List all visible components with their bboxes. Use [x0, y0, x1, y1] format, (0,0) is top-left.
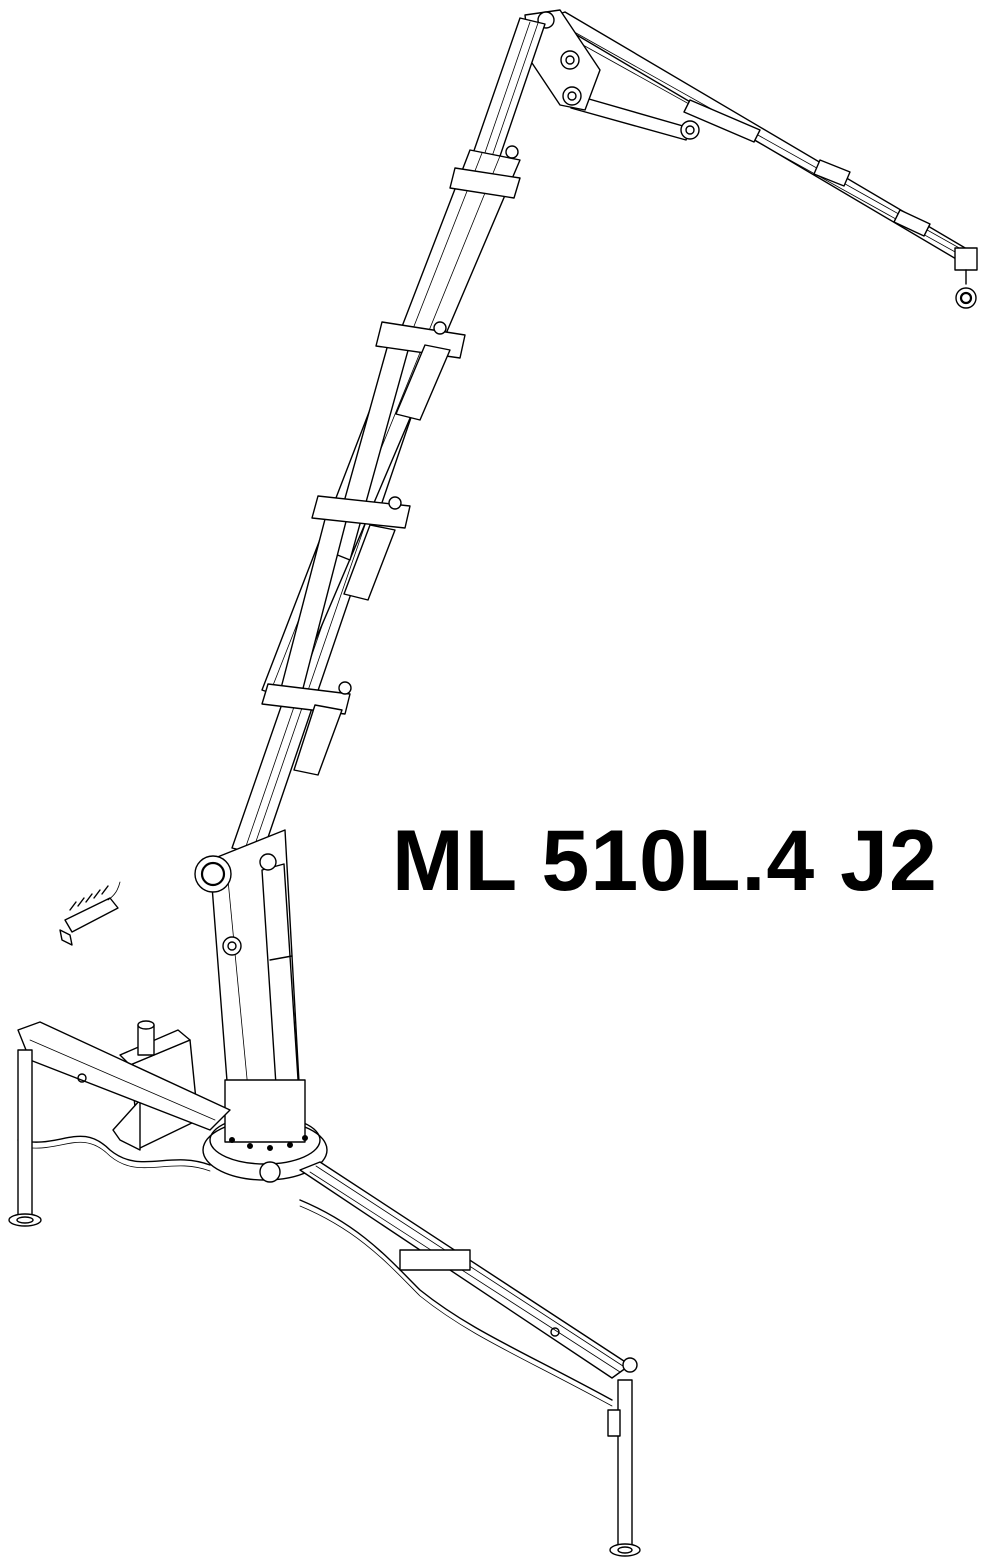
valve-bank-detail: [59, 881, 121, 946]
crane-column: [194, 829, 301, 1121]
jib-boom: [547, 11, 978, 309]
slewing-base: [202, 1079, 328, 1183]
hook-icon: [954, 247, 978, 309]
outrigger-left: [8, 1021, 231, 1227]
main-boom: [231, 17, 546, 856]
boom-knuckle: [524, 9, 601, 111]
outrigger-right: [299, 1161, 641, 1557]
model-title: ML 510L.4 J2: [392, 813, 938, 909]
